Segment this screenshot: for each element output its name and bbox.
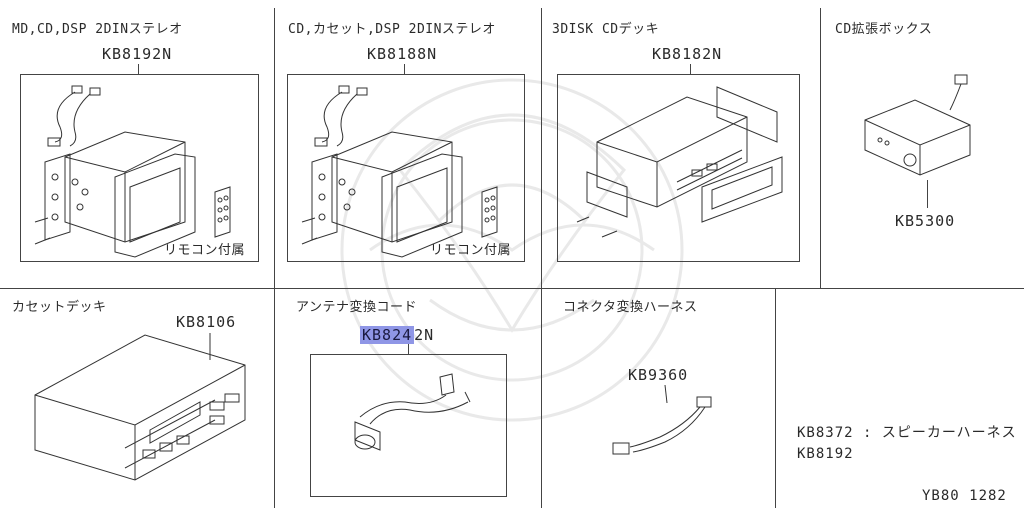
cell4-cd-box-illustration (855, 70, 985, 190)
cell6-part-rest: 2N (414, 326, 435, 344)
divider-v1 (274, 8, 275, 508)
note-line-1: KB8372 : スピーカーハーネス (797, 425, 1017, 441)
cell7-part-number: KB9360 (628, 366, 689, 384)
divider-v3 (820, 8, 821, 288)
cell4-part-number: KB5300 (895, 212, 956, 230)
divider-v4 (775, 289, 776, 508)
cell2-frame (287, 74, 525, 262)
divider-v2 (541, 8, 542, 508)
cell5-part-number: KB8106 (176, 313, 237, 331)
cell2-stereo-illustration (297, 82, 517, 257)
cell6-antenna-cord-illustration (320, 362, 500, 492)
cell1-note: リモコン付属 (164, 243, 246, 258)
cell7-harness-illustration (605, 385, 725, 465)
cell2-title: CD,カセット,DSP 2DINステレオ (288, 22, 496, 37)
cell3-cd-deck-illustration (567, 82, 792, 257)
cell2-part-number: KB8188N (367, 45, 438, 63)
cell1-frame (20, 74, 259, 262)
cell3-leader (690, 64, 691, 74)
cell2-note: リモコン付属 (430, 243, 512, 258)
cell6-title: アンテナ変換コード (296, 300, 417, 315)
cell5-title: カセットデッキ (12, 300, 107, 315)
cell4-title: CD拡張ボックス (835, 22, 933, 37)
cell4-leader (927, 180, 928, 208)
note-line-2: KB8192 (797, 446, 854, 462)
cell3-title: 3DISK CDデッキ (552, 22, 660, 37)
cell1-title: MD,CD,DSP 2DINステレオ (12, 22, 183, 37)
divider-h1 (0, 288, 1024, 289)
cell1-leader (138, 64, 139, 74)
cell7-title: コネクタ変換ハーネス (563, 300, 698, 315)
cell6-frame (310, 354, 507, 497)
cell1-stereo-illustration (30, 82, 250, 257)
cell3-part-number: KB8182N (652, 45, 723, 63)
cell5-cassette-deck-illustration (25, 330, 255, 490)
cell1-part-number: KB8192N (102, 45, 173, 63)
diagram-id: YB80 1282 (922, 488, 1007, 504)
cell2-leader (404, 64, 405, 74)
cell3-frame (557, 74, 800, 262)
cell6-leader (408, 344, 409, 354)
cell6-part-highlight: KB824 (360, 326, 415, 344)
